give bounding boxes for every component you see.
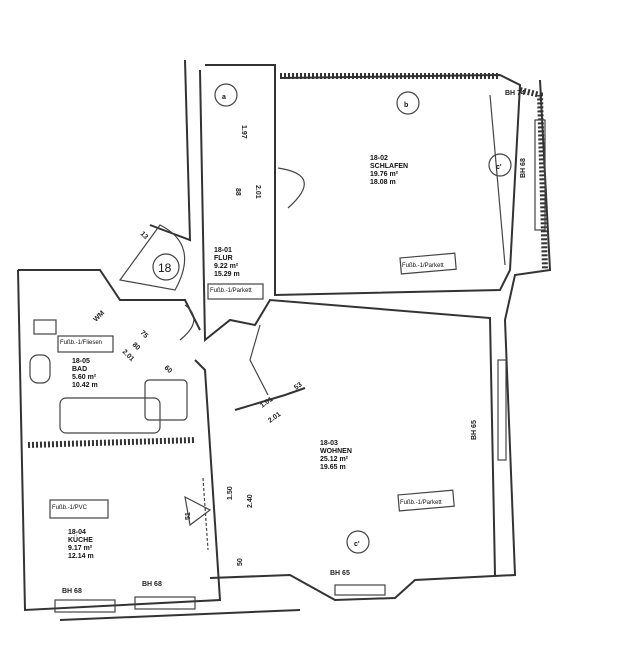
room-area: 25.12 m² [320,456,349,463]
dim-51: 51 [185,512,192,520]
sill-bh-74: BH 74 [505,90,525,97]
room-id: 18-03 [320,440,338,447]
room-id: 18-02 [370,155,388,162]
sill-heights: BH 74 BH 68 BH 65 BH 65 BH 68 BH 68 [62,90,527,595]
dim-80: 80 [131,341,142,352]
room-name: KÜCHE [68,535,93,544]
sill-bh-68-kueche-left: BH 68 [62,588,82,595]
section-markers: a b c' c' 18 [152,83,512,554]
dim-2-01-wohnen: 2.01 [267,411,282,425]
dim-13: 13 [139,230,150,241]
room-name: FLUR [214,255,233,262]
marker-c-wohnen: c' [354,541,360,548]
room-flur: 18-01 FLUR 9.22 m² 15.29 m Fußb.-1/Parke… [207,247,264,300]
dim-1-50: 1.50 [227,486,234,500]
room-perimeter: 12.14 m [68,553,94,560]
unit-number: 18 [158,261,172,275]
marker-a: a [222,94,226,101]
room-id: 18-05 [72,358,90,365]
room-name: WOHNEN [320,448,352,455]
floor-type: Fußb.-1/PVC [52,505,88,511]
room-id: 18-04 [68,529,86,536]
room-bad: Fußb.-1/Fliesen 18-05 BAD 5.60 m² 10.42 … [57,335,114,389]
room-area: 19.76 m² [370,171,399,178]
sill-bh-68-kueche-right: BH 68 [142,581,162,588]
dim-1-97: 1.97 [240,125,247,139]
floor-type: Fußb.-1/Parkett [210,288,252,294]
room-perimeter: 18.08 m [370,179,396,186]
dim-60: 60 [163,364,174,375]
dim-75: 75 [139,329,150,340]
floor-type: Fußb.-1/Parkett [400,500,442,506]
floor-type: Fußb.-1/Fliesen [60,340,102,346]
room-area: 9.22 m² [214,263,239,270]
room-area: 9.17 m² [68,545,93,552]
sill-bh-65-wohnen: BH 65 [471,420,478,440]
room-wohnen: 18-03 WOHNEN 25.12 m² 19.65 m Fußb.-1/Pa… [320,440,455,512]
room-id: 18-01 [214,247,232,254]
dim-88: 88 [234,188,241,196]
room-area: 5.60 m² [72,374,97,381]
dim-2-40: 2.40 [247,494,254,508]
room-perimeter: 10.42 m [72,382,98,389]
walls [17,59,552,621]
marker-b: b [404,102,408,109]
room-perimeter: 19.65 m [320,464,346,471]
dim-2-01-bad: 2.01 [121,348,136,363]
washing-machine-label: WM [92,310,106,324]
dim-53: 53 [293,381,303,391]
dimensions: 1.97 88 2.01 1.01 2.01 53 1.50 2.40 50 2… [92,125,303,566]
dim-2-01-door: 2.01 [254,185,261,199]
room-perimeter: 15.29 m [214,271,240,278]
room-name: BAD [72,366,87,373]
marker-c-schlafen: c' [496,164,502,171]
room-name: SCHLAFEN [370,163,408,170]
sill-bh-65-bay: BH 65 [330,570,350,577]
room-kueche: Fußb.-1/PVC 18-04 KÜCHE 9.17 m² 12.14 m [49,499,109,560]
floor-type: Fußb.-1/Parkett [402,263,444,269]
room-schlafen: 18-02 SCHLAFEN 19.76 m² 18.08 m Fußb.-1/… [370,155,457,275]
dim-50: 50 [237,558,244,566]
sill-bh-68-schlafen: BH 68 [520,158,527,178]
